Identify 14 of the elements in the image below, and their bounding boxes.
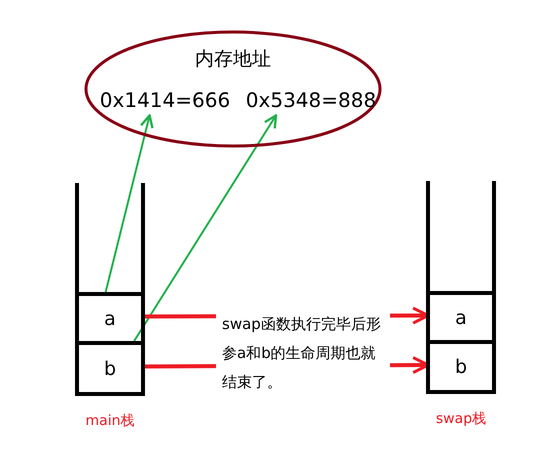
ellipse-title: 内存地址 <box>194 47 272 72</box>
stack-cell: b <box>430 340 492 390</box>
stack-cell: b <box>79 341 141 392</box>
stack-cell: a <box>430 291 492 340</box>
arrow <box>104 114 154 292</box>
memory-ellipse <box>84 30 382 148</box>
stack-drawing <box>75 183 145 396</box>
stack-drawing <box>426 181 496 394</box>
arrow <box>133 114 278 342</box>
stack-cell: a <box>79 292 141 341</box>
stack-label: swap栈 <box>434 410 488 428</box>
stack-label: main栈 <box>84 412 136 430</box>
address-text: 0x5348=888 <box>241 86 381 114</box>
address-text: 0x1414=666 <box>95 86 235 114</box>
